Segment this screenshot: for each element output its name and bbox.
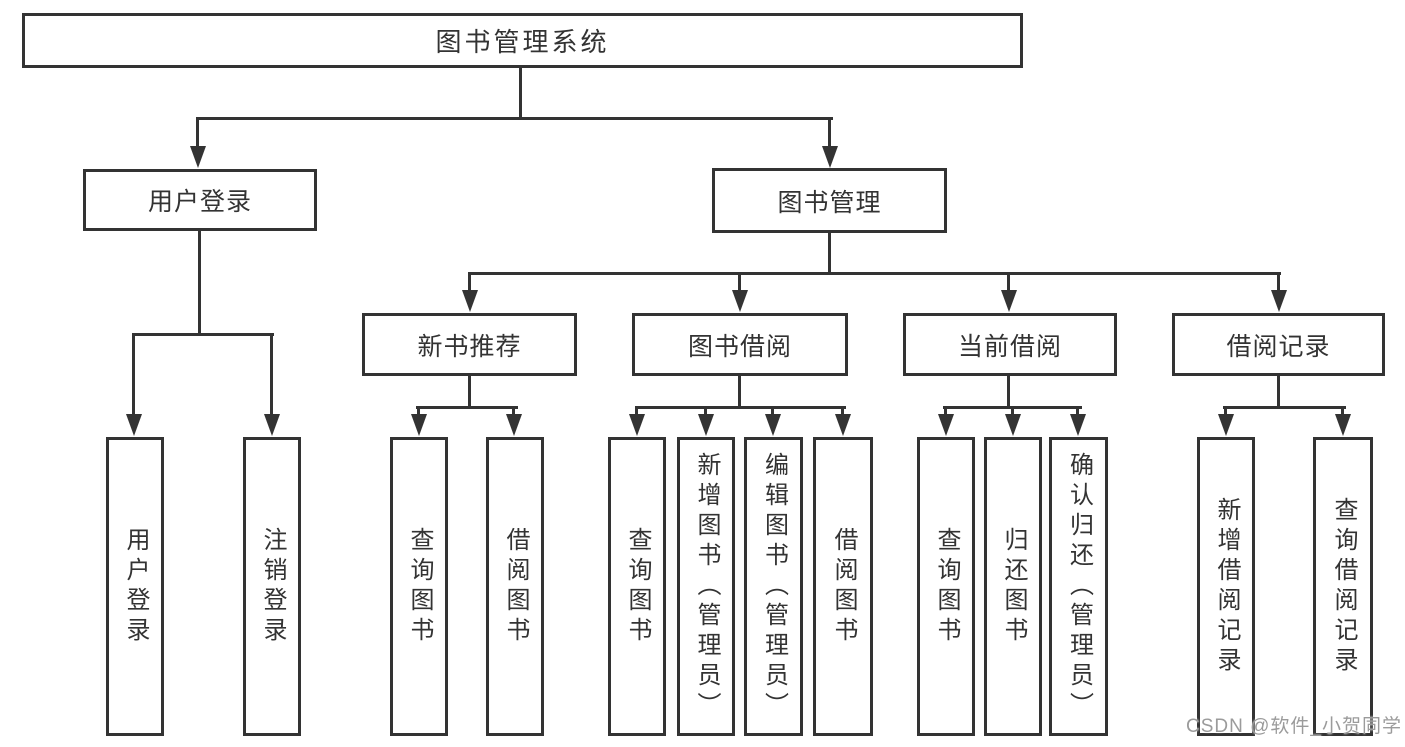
connector-line — [468, 272, 471, 294]
node-book-borrow-label: 图书借阅 — [687, 332, 792, 361]
connector-line — [1007, 272, 1010, 294]
connector-line — [1224, 406, 1227, 420]
node-leaf-borrow-books-label: 借阅图书 — [830, 526, 857, 647]
connector-line — [196, 117, 199, 150]
arrow-down-icon — [462, 290, 478, 312]
arrow-down-icon — [411, 414, 427, 436]
connector-line — [468, 375, 471, 409]
node-root-label: 图书管理系统 — [435, 27, 610, 57]
node-leaf-logout: 注销登录 — [243, 437, 301, 736]
connector-line — [132, 333, 135, 418]
node-leaf-add-borrow-record-label: 新增借阅记录 — [1213, 496, 1240, 677]
arrow-down-icon — [190, 146, 206, 168]
arrow-down-icon — [822, 146, 838, 168]
connector-line — [196, 117, 833, 120]
connector-line — [1277, 375, 1280, 409]
node-leaf-add-borrow-record: 新增借阅记录 — [1197, 437, 1255, 736]
connector-line — [1341, 406, 1344, 420]
node-leaf-query-borrow-record-label: 查询借阅记录 — [1330, 496, 1357, 677]
arrow-down-icon — [938, 414, 954, 436]
node-book-management-label: 图书管理 — [777, 188, 882, 217]
node-book-management: 图书管理 — [712, 168, 947, 233]
node-leaf-query-books-borrow: 查询图书 — [608, 437, 666, 736]
connector-line — [771, 406, 774, 420]
connector-line — [635, 406, 638, 420]
node-leaf-borrow-books-recommend: 借阅图书 — [486, 437, 544, 736]
node-leaf-borrow-books: 借阅图书 — [813, 437, 873, 736]
node-leaf-logout-label: 注销登录 — [259, 526, 286, 647]
connector-line — [198, 230, 201, 335]
node-leaf-borrow-books-recommend-label: 借阅图书 — [502, 526, 529, 647]
node-leaf-query-books-recommend: 查询图书 — [390, 437, 448, 736]
arrow-down-icon — [1001, 290, 1017, 312]
connector-line — [828, 232, 831, 275]
node-leaf-return-books: 归还图书 — [984, 437, 1042, 736]
node-leaf-user-login-label: 用户登录 — [122, 526, 149, 647]
connector-line — [1223, 406, 1346, 409]
connector-line — [738, 272, 741, 294]
arrow-down-icon — [1218, 414, 1234, 436]
connector-line — [512, 406, 515, 420]
node-current-borrow-label: 当前借阅 — [957, 332, 1062, 361]
node-leaf-return-books-label: 归还图书 — [1000, 526, 1027, 647]
node-leaf-user-login: 用户登录 — [106, 437, 164, 736]
node-leaf-edit-books-admin-label: 编辑图书（管理员） — [760, 451, 788, 722]
connector-line — [519, 66, 522, 119]
watermark: CSDN @软件_小贺同学 — [1186, 716, 1402, 737]
arrow-down-icon — [732, 290, 748, 312]
connector-line — [635, 406, 846, 409]
node-leaf-confirm-return-admin: 确认归还（管理员） — [1049, 437, 1108, 736]
arrow-down-icon — [1335, 414, 1351, 436]
node-leaf-add-books-admin: 新增图书（管理员） — [677, 437, 735, 736]
arrow-down-icon — [1070, 414, 1086, 436]
node-user-login-label: 用户登录 — [147, 188, 252, 216]
connector-line — [1076, 406, 1079, 420]
node-leaf-confirm-return-admin-label: 确认归还（管理员） — [1065, 451, 1093, 722]
arrow-down-icon — [126, 414, 142, 436]
connector-line — [841, 406, 844, 420]
node-leaf-edit-books-admin: 编辑图书（管理员） — [744, 437, 803, 736]
connector-line — [944, 406, 947, 420]
node-root: 图书管理系统 — [22, 13, 1023, 68]
arrow-down-icon — [1271, 290, 1287, 312]
connector-line — [828, 117, 831, 150]
node-user-login: 用户登录 — [83, 169, 317, 231]
connector-line — [468, 272, 1281, 275]
arrow-down-icon — [1005, 414, 1021, 436]
node-leaf-query-books-borrow-label: 查询图书 — [624, 526, 651, 647]
node-leaf-query-borrow-record: 查询借阅记录 — [1313, 437, 1373, 736]
node-borrow-records: 借阅记录 — [1172, 313, 1385, 376]
connector-line — [1007, 375, 1010, 409]
node-borrow-records-label: 借阅记录 — [1226, 332, 1331, 361]
arrow-down-icon — [506, 414, 522, 436]
node-new-book-recommend-label: 新书推荐 — [417, 332, 522, 361]
connector-line — [704, 406, 707, 420]
arrow-down-icon — [264, 414, 280, 436]
node-current-borrow: 当前借阅 — [903, 313, 1117, 376]
node-leaf-query-books-current: 查询图书 — [917, 437, 975, 736]
arrow-down-icon — [698, 414, 714, 436]
connector-line — [738, 375, 741, 409]
connector-line — [1277, 272, 1280, 294]
node-new-book-recommend: 新书推荐 — [362, 313, 577, 376]
node-leaf-query-books-current-label: 查询图书 — [933, 526, 960, 647]
node-leaf-add-books-admin-label: 新增图书（管理员） — [693, 451, 720, 722]
connector-line — [416, 406, 518, 409]
arrow-down-icon — [835, 414, 851, 436]
node-book-borrow: 图书借阅 — [632, 313, 848, 376]
connector-line — [1011, 406, 1014, 420]
connector-line — [417, 406, 420, 420]
connector-line — [270, 333, 273, 418]
arrow-down-icon — [629, 414, 645, 436]
arrow-down-icon — [765, 414, 781, 436]
node-leaf-query-books-recommend-label: 查询图书 — [406, 526, 433, 647]
connector-line — [132, 333, 274, 336]
